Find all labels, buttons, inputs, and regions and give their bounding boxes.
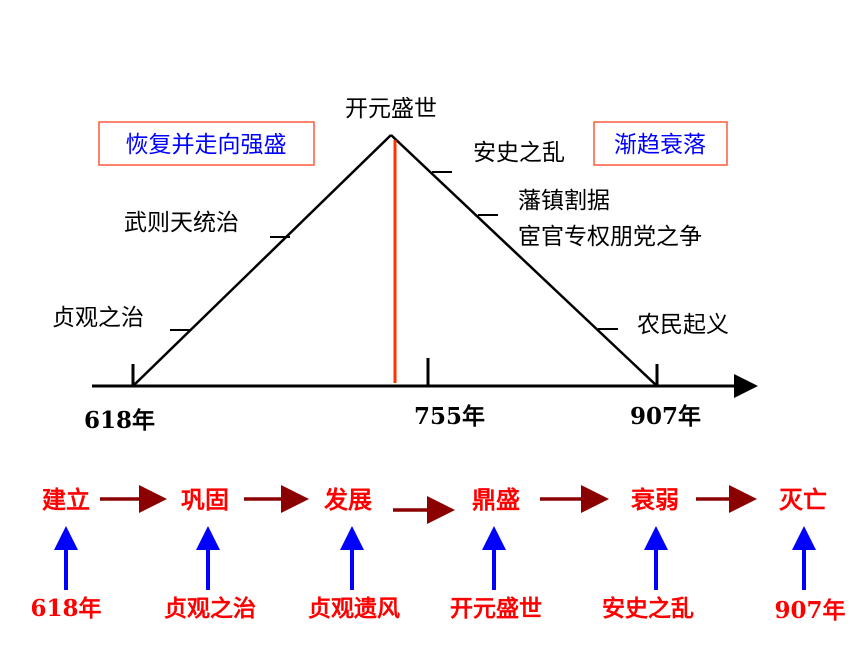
rise-phase-box bbox=[98, 121, 315, 166]
stage-miewang: 灭亡 bbox=[779, 486, 827, 514]
event-zhenguan: 贞观之治 bbox=[52, 305, 144, 331]
rise-fall-triangle: 恢复并走向强盛 渐趋衰落 开元盛世 武则天统治 贞观之治 安史之乱 藩镇割据 宦… bbox=[52, 96, 758, 434]
cause-zhenguan-yifeng: 贞观遗风 bbox=[308, 595, 400, 622]
fall-line bbox=[390, 134, 658, 387]
cause-907: 907年 bbox=[774, 597, 845, 624]
stage-gonggu: 巩固 bbox=[181, 486, 229, 514]
year-618: 618年 bbox=[84, 407, 155, 434]
event-peasant: 农民起义 bbox=[637, 312, 729, 338]
event-fanzhen: 藩镇割据 bbox=[518, 188, 610, 214]
cause-zhenguan-zhizhi: 贞观之治 bbox=[164, 595, 256, 622]
stage-shuairuo: 衰弱 bbox=[630, 486, 679, 514]
cause-kaiyuan: 开元盛世 bbox=[450, 595, 542, 622]
year-907: 907年 bbox=[630, 403, 701, 430]
cause-anshi: 安史之乱 bbox=[602, 595, 694, 622]
year-755: 755年 bbox=[414, 403, 485, 430]
cause-618: 618年 bbox=[30, 595, 101, 622]
event-eunuch: 宦官专权朋党之争 bbox=[518, 224, 702, 250]
stage-dingsheng: 鼎盛 bbox=[472, 486, 520, 514]
stage-fazhan: 发展 bbox=[323, 486, 372, 514]
event-wuzetian: 武则天统治 bbox=[124, 210, 239, 236]
fall-phase-box bbox=[593, 121, 728, 166]
fall-phase-label: 渐趋衰落 bbox=[614, 132, 706, 158]
rise-line bbox=[132, 134, 392, 387]
development-flow: 建立 巩固 发展 鼎盛 衰弱 灭亡 618年 贞观之治 贞观遗风 开元盛世 安史… bbox=[30, 485, 846, 624]
rise-phase-label: 恢复并走向强盛 bbox=[126, 132, 287, 158]
peak-label: 开元盛世 bbox=[345, 96, 437, 122]
event-anshi: 安史之乱 bbox=[473, 140, 565, 166]
stage-jianli: 建立 bbox=[42, 486, 90, 514]
